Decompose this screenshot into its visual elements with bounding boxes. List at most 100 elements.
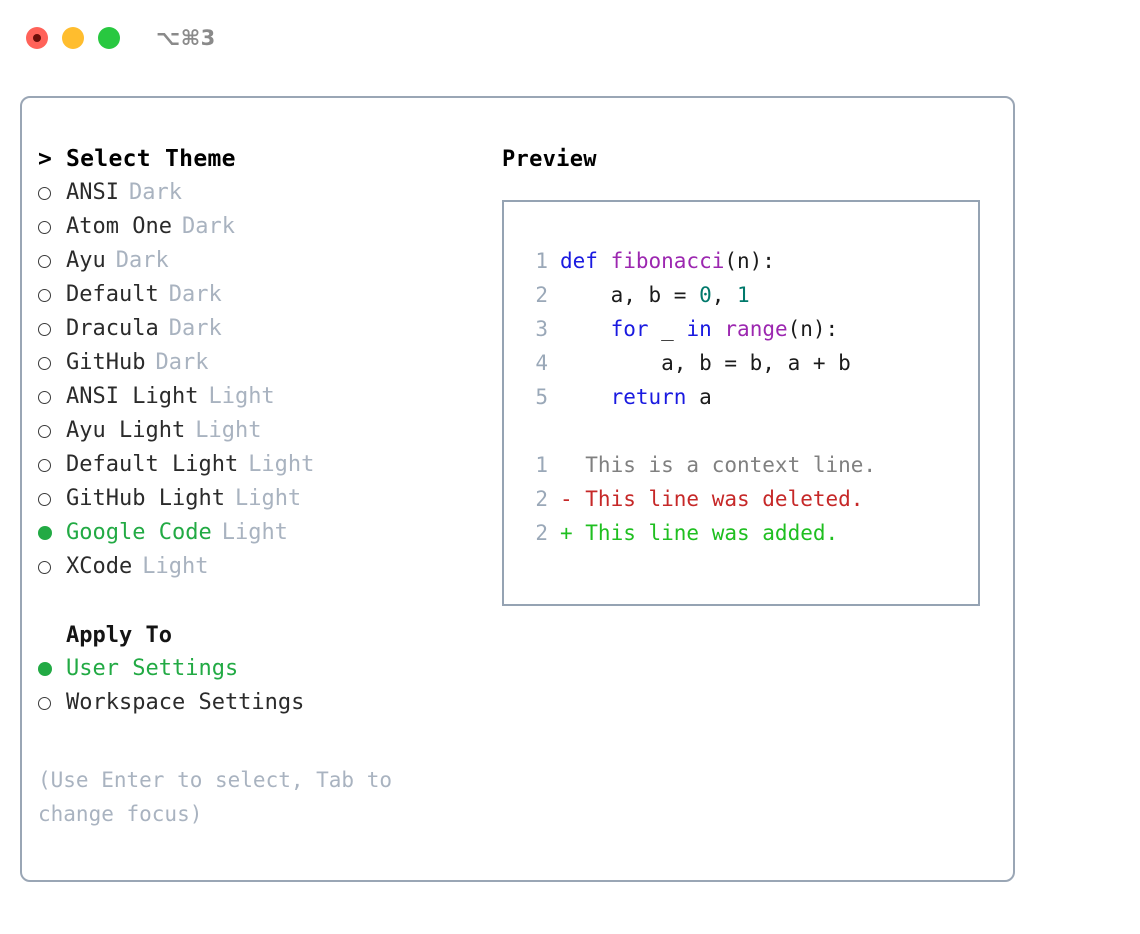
code-line-text: def fibonacci(n): (560, 244, 775, 278)
hollow-circle-icon (38, 560, 51, 574)
theme-list-item[interactable]: Atom One Dark (38, 210, 478, 244)
keyboard-hint-text: (Use Enter to select, Tab to change focu… (38, 768, 393, 826)
diff-line: 2 - This line was deleted. (522, 482, 978, 516)
radio-unselected-icon[interactable] (38, 322, 66, 336)
radio-unselected-icon[interactable] (38, 356, 66, 370)
hollow-circle-icon (38, 288, 51, 302)
code-token-fn: range (724, 317, 788, 341)
code-token-plain: a, b = b, a + b (560, 351, 851, 375)
code-line-number: 1 (535, 249, 548, 273)
code-token-plain (560, 317, 611, 341)
theme-variant-badge: Dark (181, 214, 235, 239)
code-token-kw: return (610, 385, 687, 409)
radio-unselected-icon[interactable] (38, 254, 66, 268)
theme-variant-badge: Light (142, 554, 209, 579)
theme-list-item[interactable]: Ayu Light Light (38, 414, 478, 448)
theme-name-label: Default (66, 282, 159, 307)
code-line-text: return a (560, 380, 712, 414)
hollow-circle-icon (38, 390, 51, 404)
theme-variant-badge: Light (208, 384, 275, 409)
titlebar: ⌥⌘3 (0, 0, 1140, 76)
radio-unselected-icon[interactable] (38, 696, 66, 710)
diff-line: 1 This is a context line. (522, 448, 978, 482)
theme-list-item[interactable]: Default Light Light (38, 448, 478, 482)
code-line-number: 4 (535, 351, 548, 375)
code-token-plain: (n): (787, 317, 839, 341)
code-line: 1 def fibonacci(n): (522, 244, 978, 278)
theme-variant-badge: Dark (115, 248, 169, 273)
diff-line-text: - This line was deleted. (560, 487, 864, 511)
theme-variant-badge: Light (221, 520, 288, 545)
theme-list-item[interactable]: Google Code Light (38, 516, 478, 550)
theme-list-item[interactable]: Ayu Dark (38, 244, 478, 278)
select-theme-heading-label: Select Theme (66, 146, 236, 172)
theme-name-label: Google Code (66, 520, 212, 545)
theme-variant-badge: Light (195, 418, 262, 443)
hollow-circle-icon (38, 322, 51, 336)
radio-unselected-icon[interactable] (38, 458, 66, 472)
list-spacer (38, 584, 478, 618)
filled-circle-icon (38, 526, 52, 540)
radio-unselected-icon[interactable] (38, 288, 66, 302)
code-line-text: a, b = 0, 1 (560, 278, 750, 312)
radio-unselected-icon[interactable] (38, 560, 66, 574)
apply-to-option[interactable]: Workspace Settings (38, 686, 478, 720)
code-token-plain: , (711, 283, 738, 307)
diff-sample: 1 This is a context line. 2 - This line wa… (522, 448, 978, 550)
theme-name-label: Atom One (66, 214, 172, 239)
code-token-plain: (n): (724, 249, 775, 273)
code-line-text: a, b = b, a + b (560, 346, 851, 380)
theme-name-label: XCode (66, 554, 133, 579)
diff-line-number: 2 (535, 487, 548, 511)
radio-unselected-icon[interactable] (38, 220, 66, 234)
apply-to-heading: Apply To (38, 618, 478, 652)
diff-line-text: This is a context line. (560, 453, 877, 477)
code-token-fn: fibonacci (610, 249, 725, 273)
minimize-button[interactable] (62, 27, 84, 49)
hollow-circle-icon (38, 696, 51, 710)
theme-variant-badge: Light (248, 452, 315, 477)
apply-to-option[interactable]: User Settings (38, 652, 478, 686)
radio-selected-icon[interactable] (38, 662, 66, 676)
diff-line-number: 2 (535, 521, 548, 545)
code-token-plain: _ (648, 317, 687, 341)
code-line-text: for _ in range(n): (560, 312, 839, 346)
code-token-plain: a (686, 385, 712, 409)
theme-name-label: ANSI (66, 180, 119, 205)
hollow-circle-icon (38, 458, 51, 472)
hollow-circle-icon (38, 254, 51, 268)
radio-unselected-icon[interactable] (38, 424, 66, 438)
code-token-kw: def (560, 249, 611, 273)
theme-variant-badge: Dark (168, 316, 222, 341)
apply-to-option-label: Workspace Settings (66, 690, 305, 715)
maximize-button[interactable] (98, 27, 120, 49)
radio-unselected-icon[interactable] (38, 390, 66, 404)
radio-selected-icon[interactable] (38, 526, 66, 540)
code-token-plain: a, b = (560, 283, 700, 307)
diff-line-text: + This line was added. (560, 521, 839, 545)
close-button[interactable] (26, 27, 48, 49)
code-line: 4 a, b = b, a + b (522, 346, 978, 380)
code-token-plain (712, 317, 725, 341)
radio-unselected-icon[interactable] (38, 186, 66, 200)
theme-name-label: Ayu Light (66, 418, 186, 443)
theme-list-item[interactable]: XCode Light (38, 550, 478, 584)
keyboard-shortcut-label: ⌥⌘3 (156, 26, 216, 50)
select-theme-heading: > Select Theme (38, 142, 478, 176)
code-line: 2 a, b = 0, 1 (522, 278, 978, 312)
hollow-circle-icon (38, 492, 51, 506)
radio-unselected-icon[interactable] (38, 492, 66, 506)
theme-variant-badge: Dark (155, 350, 209, 375)
theme-name-label: Default Light (66, 452, 239, 477)
theme-name-label: Ayu (66, 248, 106, 273)
